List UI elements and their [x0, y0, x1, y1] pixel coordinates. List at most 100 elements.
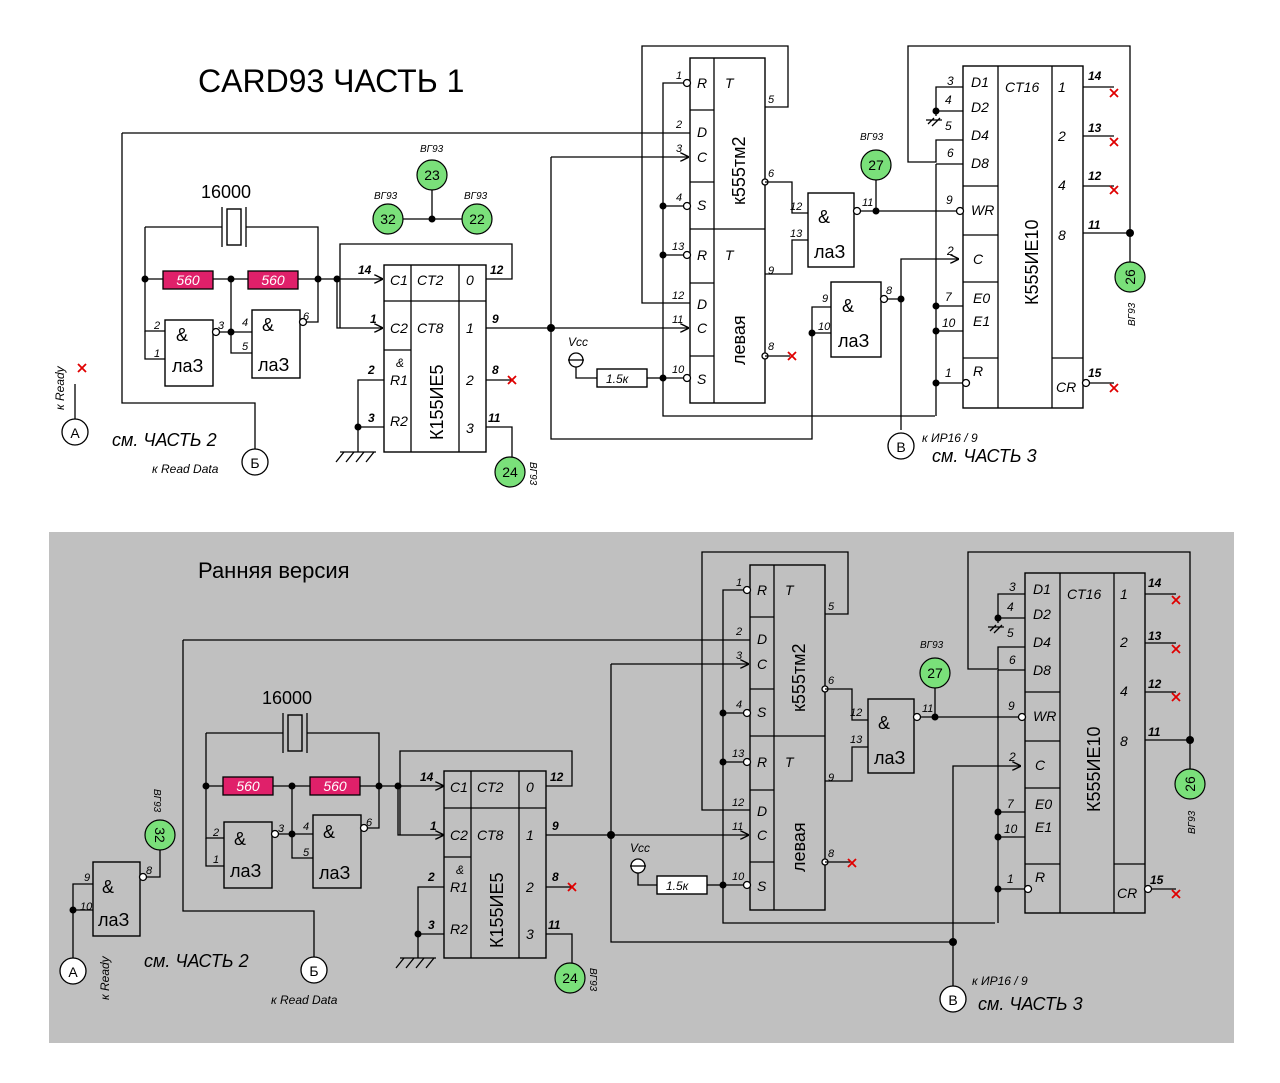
- svg-text:1: 1: [1007, 872, 1014, 886]
- svg-text:ВГ93: ВГ93: [420, 144, 444, 155]
- svg-text:лаЗ: лаЗ: [172, 356, 203, 376]
- svg-text:D2: D2: [1033, 606, 1051, 622]
- resistor-560-c: 560: [222, 776, 274, 796]
- svg-text:7: 7: [1007, 797, 1015, 811]
- svg-text:2: 2: [525, 879, 534, 895]
- svg-text:13: 13: [1088, 121, 1102, 135]
- svg-text:8: 8: [1120, 733, 1128, 749]
- svg-text:14: 14: [358, 263, 372, 277]
- svg-text:9: 9: [1008, 699, 1015, 713]
- svg-text:5: 5: [303, 847, 310, 859]
- svg-text:560: 560: [323, 778, 347, 794]
- svg-text:C2: C2: [390, 320, 408, 336]
- svg-text:лаЗ: лаЗ: [874, 748, 905, 768]
- svg-text:R: R: [757, 582, 767, 598]
- svg-text:8: 8: [768, 341, 775, 353]
- svg-text:2: 2: [946, 244, 954, 258]
- part1-schematic: CARD93 ЧАСТЬ 1 16000 560 560: [53, 45, 1146, 488]
- svg-text:16000: 16000: [262, 688, 312, 708]
- svg-text:T: T: [725, 247, 735, 263]
- svg-text:&: &: [842, 296, 854, 316]
- svg-text:C1: C1: [390, 272, 408, 288]
- svg-text:D8: D8: [1033, 662, 1051, 678]
- svg-text:CT16: CT16: [1005, 79, 1039, 95]
- svg-text:10: 10: [672, 364, 685, 376]
- svg-text:10: 10: [818, 321, 831, 333]
- svg-text:ВГ93: ВГ93: [374, 191, 398, 202]
- svg-text:11: 11: [1088, 218, 1101, 232]
- gate-la3-c: & лаЗ: [807, 192, 862, 268]
- svg-text:3: 3: [1009, 580, 1016, 594]
- svg-text:1: 1: [213, 854, 219, 866]
- svg-text:ВГ93: ВГ93: [151, 789, 162, 813]
- svg-text:8: 8: [828, 848, 835, 860]
- svg-text:к ИР16 / 9: к ИР16 / 9: [922, 431, 978, 445]
- svg-text:CT8: CT8: [417, 320, 444, 336]
- svg-text:15: 15: [1088, 366, 1102, 380]
- svg-text:CT2: CT2: [477, 779, 504, 795]
- svg-text:&: &: [234, 829, 246, 849]
- svg-text:23: 23: [424, 167, 440, 183]
- vcc-pullup-early: Vcc 1.5к: [630, 841, 723, 895]
- svg-text:К555ИЕ10: К555ИЕ10: [1084, 727, 1104, 812]
- svg-text:1: 1: [526, 827, 534, 843]
- svg-text:К555ИЕ10: К555ИЕ10: [1022, 220, 1042, 305]
- svg-text:2: 2: [675, 119, 682, 131]
- svg-text:WR: WR: [971, 202, 994, 218]
- svg-text:8: 8: [492, 363, 499, 377]
- svg-text:26: 26: [1122, 269, 1138, 285]
- svg-text:13: 13: [790, 228, 803, 240]
- svg-text:E1: E1: [973, 313, 990, 329]
- svg-text:C: C: [697, 149, 708, 165]
- svg-text:13: 13: [1148, 629, 1162, 643]
- svg-text:9: 9: [552, 819, 559, 833]
- part2-title: Ранняя версия: [198, 558, 350, 583]
- svg-text:11: 11: [732, 821, 743, 833]
- svg-text:4: 4: [242, 317, 248, 329]
- svg-text:S: S: [757, 704, 767, 720]
- svg-text:R1: R1: [390, 372, 408, 388]
- gate-la3-b: & лаЗ: [251, 309, 308, 379]
- svg-text:12: 12: [550, 770, 564, 784]
- svg-text:4: 4: [1058, 177, 1066, 193]
- counter-k155ie5-early: C1 CT2 C2 CT8 & R1 R2 0 1 2 3 К155ИЕ5: [443, 770, 547, 959]
- svg-text:1.5к: 1.5к: [606, 372, 630, 386]
- svg-text:R2: R2: [390, 413, 408, 429]
- crystal-part1: 16000: [144, 182, 319, 279]
- svg-text:&: &: [396, 356, 404, 370]
- tp-23: 23 ВГ93: [416, 144, 448, 191]
- svg-text:CT2: CT2: [417, 272, 444, 288]
- tp-26-early: 26 ВГ93: [1174, 768, 1206, 834]
- svg-text:1: 1: [736, 577, 742, 589]
- svg-text:560: 560: [236, 778, 260, 794]
- svg-text:см. ЧАСТЬ 3: см. ЧАСТЬ 3: [932, 446, 1037, 466]
- svg-text:лаЗ: лаЗ: [319, 863, 350, 883]
- svg-text:10: 10: [1004, 822, 1018, 836]
- svg-text:5: 5: [768, 94, 775, 106]
- svg-text:CR: CR: [1117, 885, 1137, 901]
- svg-text:2: 2: [367, 363, 375, 377]
- svg-text:1: 1: [945, 366, 952, 380]
- tp-26: 26 ВГ93: [1114, 261, 1146, 326]
- svg-text:левая: левая: [789, 822, 809, 872]
- svg-text:8: 8: [886, 285, 893, 297]
- svg-text:к Ready: к Ready: [98, 955, 112, 1000]
- svg-text:ВГ93: ВГ93: [1127, 302, 1138, 326]
- svg-text:ВГ93: ВГ93: [464, 191, 488, 202]
- svg-text:9: 9: [768, 265, 774, 277]
- tp-22: 22 ВГ93: [461, 191, 493, 235]
- tp-32: 32 ВГ93: [372, 191, 404, 235]
- svg-text:2: 2: [1119, 634, 1128, 650]
- svg-text:2: 2: [212, 827, 219, 839]
- svg-text:&: &: [176, 325, 188, 345]
- svg-text:1.5к: 1.5к: [666, 879, 690, 893]
- gate-la3-g: & лаЗ: [867, 698, 922, 774]
- svg-text:S: S: [697, 371, 707, 387]
- flipflop-k555tm2: R T D C S R T D C S к555тм2 левая: [682, 57, 766, 404]
- connector-a-early: А к Ready: [59, 955, 112, 1000]
- svg-text:R1: R1: [450, 879, 468, 895]
- resistor-560-a: 560: [162, 270, 214, 290]
- svg-text:ВГ93: ВГ93: [860, 132, 884, 143]
- svg-text:D4: D4: [1033, 634, 1051, 650]
- svg-text:см. ЧАСТЬ 2: см. ЧАСТЬ 2: [112, 430, 217, 450]
